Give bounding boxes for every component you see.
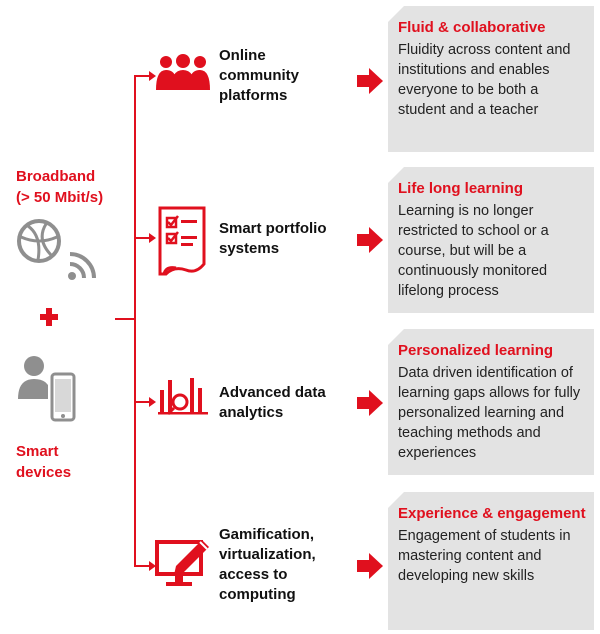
broadband-speed-label: (> 50 Mbit/s)	[16, 189, 104, 206]
arrow-icon-2	[357, 227, 383, 253]
card-title-2: Life long learning	[398, 180, 524, 197]
plus-icon	[38, 306, 60, 328]
card-body-4: Engagement of students in mastering cont…	[398, 528, 571, 584]
tech-label-4: Gamification, virtualization, access to …	[219, 526, 316, 603]
broadband-label: Broadband	[16, 168, 96, 185]
main-connector-line	[115, 318, 136, 320]
arrow-icon-4	[357, 553, 383, 579]
outcome-card-2: Life long learning Learning is no longer…	[388, 167, 594, 313]
devices-label: devices	[16, 464, 72, 481]
outcome-card-4: Experience & engagement Engagement of st…	[388, 492, 594, 630]
arrow-icon-1	[357, 68, 383, 94]
smart-label: Smart	[16, 443, 59, 460]
branch-arrow-2	[134, 233, 156, 243]
person-icon	[18, 355, 54, 401]
outcome-card-3: Personalized learning Data driven identi…	[388, 329, 594, 475]
card-body-1: Fluidity across content and institutions…	[398, 42, 571, 118]
people-group-icon	[154, 54, 212, 90]
card-title-3: Personalized learning	[398, 342, 554, 359]
branch-arrow-3	[134, 397, 156, 407]
branch-arrow-1	[134, 71, 156, 81]
tech-label-2: Smart portfolio systems	[219, 220, 327, 257]
tech-label-3: Advanced data analytics	[219, 384, 326, 421]
branch-arrow-4	[134, 561, 156, 571]
wifi-signal-icon	[66, 248, 100, 282]
card-title-4: Experience & engagement	[398, 505, 586, 522]
arrow-icon-3	[357, 390, 383, 416]
checklist-document-icon	[156, 204, 210, 278]
globe-icon	[16, 218, 62, 264]
vertical-connector-line	[134, 75, 136, 567]
smartphone-icon	[50, 372, 76, 422]
monitor-pencil-icon	[154, 534, 214, 590]
card-body-2: Learning is no longer restricted to scho…	[398, 203, 549, 299]
bar-chart-magnifier-icon	[156, 374, 210, 416]
outcome-card-1: Fluid & collaborative Fluidity across co…	[388, 6, 594, 152]
card-title-1: Fluid & collaborative	[398, 19, 546, 36]
tech-label-1: Online community platforms	[219, 47, 300, 104]
card-body-3: Data driven identification of learning g…	[398, 365, 581, 461]
